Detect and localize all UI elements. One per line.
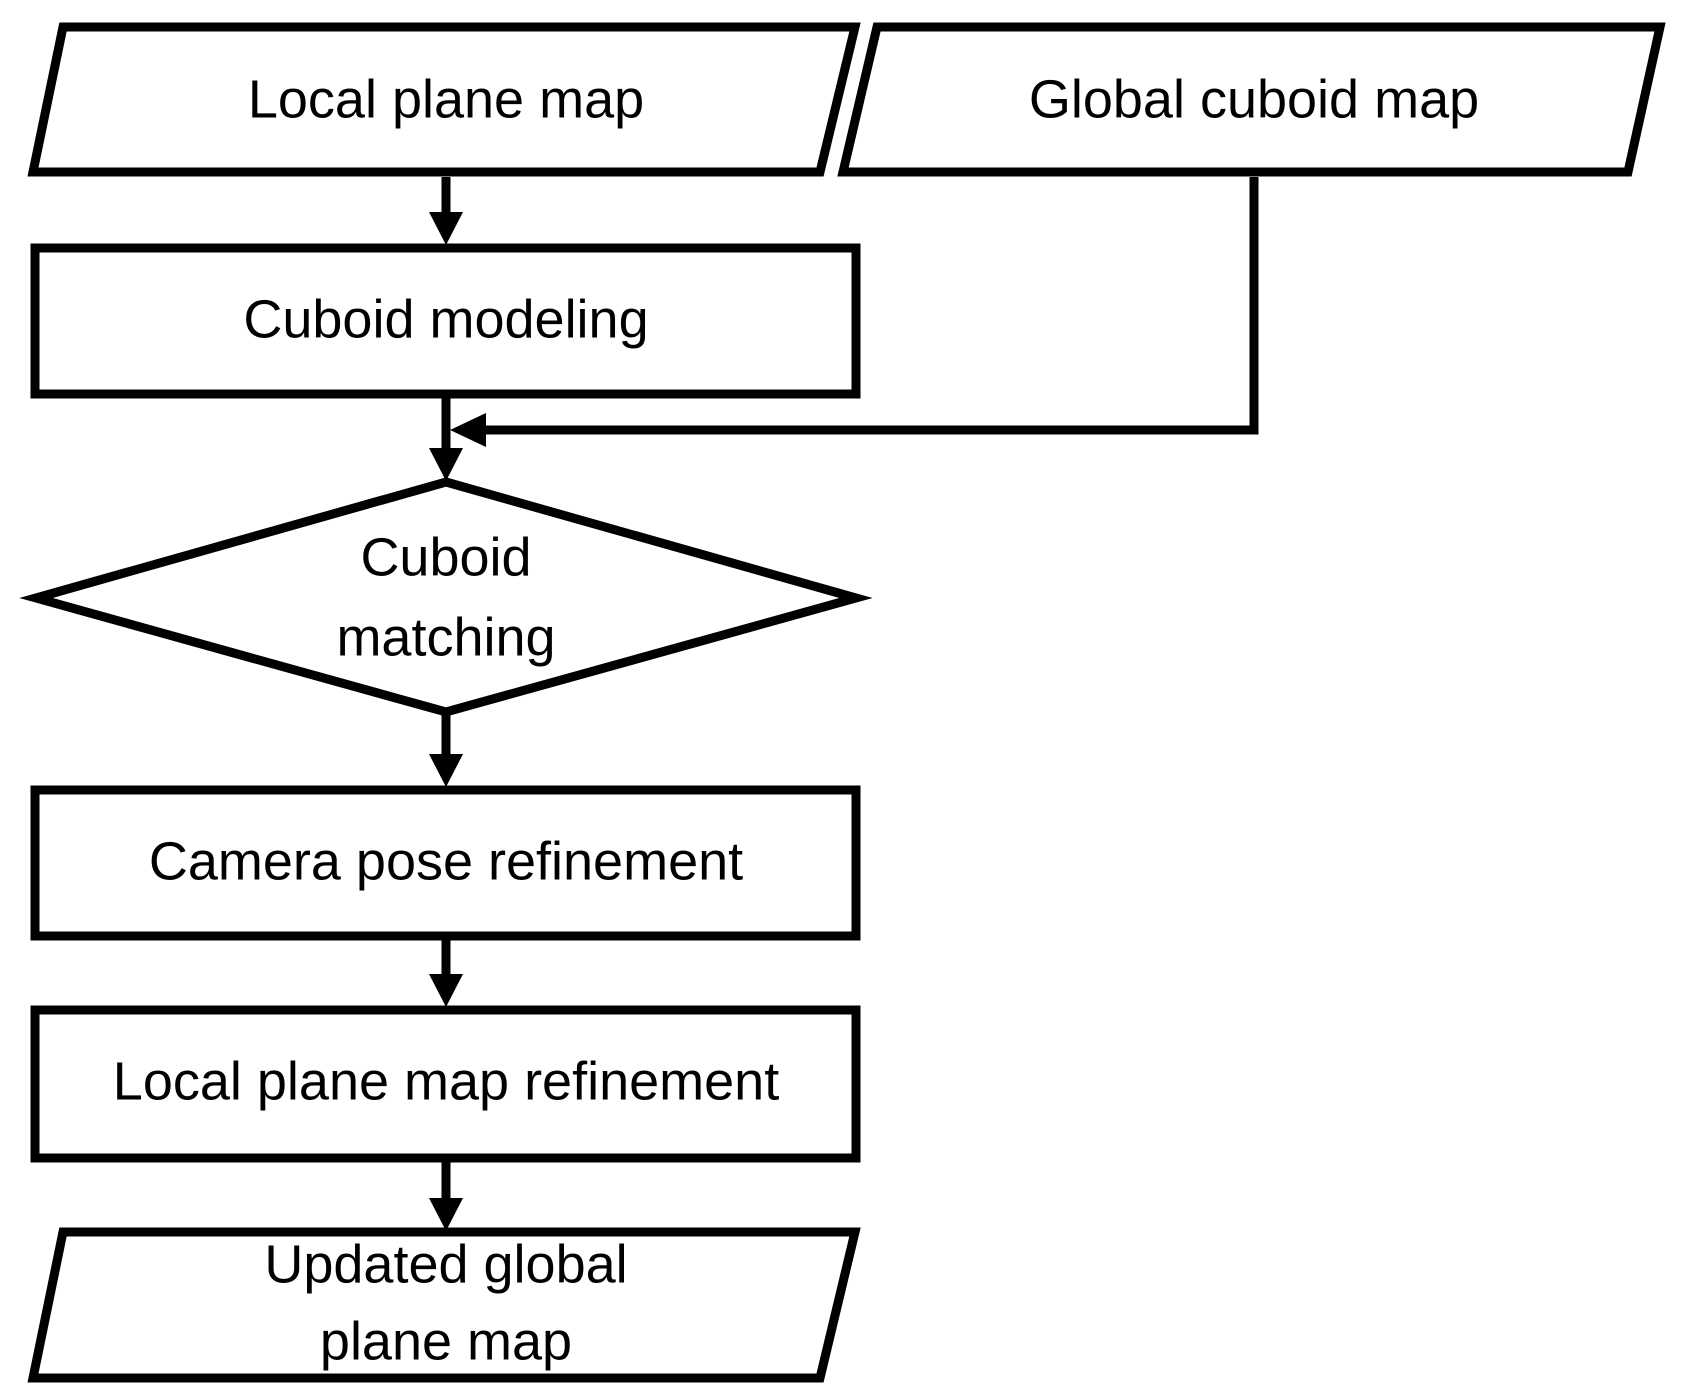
parallelogram-shape	[27, 22, 861, 177]
node-label-line-2: matching	[336, 607, 555, 667]
arrowhead-icon	[429, 974, 463, 1007]
node-label: Camera pose refinement	[149, 831, 743, 891]
node-label-line-2: plane map	[320, 1311, 572, 1371]
node-label: Global cuboid map	[1029, 69, 1479, 129]
node-label: Cuboid modeling	[243, 289, 648, 349]
arrowhead-icon	[429, 448, 463, 481]
node-global-cuboid-map: Global cuboid map	[837, 22, 1666, 177]
parallelogram-shape	[837, 22, 1666, 177]
node-cuboid-modeling: Cuboid modeling	[30, 243, 861, 399]
node-label-line-1: Cuboid	[360, 527, 531, 587]
arrowhead-icon	[429, 1198, 463, 1231]
edge-local-plane-map-refinement-to-updated-global-plane-map	[429, 1160, 463, 1231]
rectangle-shape	[30, 1005, 861, 1163]
edge-camera-pose-refinement-to-local-plane-map-refinement	[429, 938, 463, 1007]
parallelogram-shape	[27, 1227, 861, 1383]
edge-cuboid-matching-to-camera-pose-refinement	[429, 712, 463, 787]
edge-local-plane-map-to-cuboid-modeling	[429, 177, 463, 245]
arrowhead-icon	[450, 413, 486, 447]
node-camera-pose-refinement: Camera pose refinement	[30, 785, 861, 941]
node-label-line-1: Updated global	[264, 1234, 627, 1294]
arrowhead-icon	[429, 754, 463, 787]
edge-global-cuboid-map-to-cuboid-matching	[450, 177, 1259, 447]
diamond-shape	[19, 477, 873, 717]
node-label: Local plane map refinement	[113, 1051, 779, 1111]
node-label: Local plane map	[248, 69, 644, 129]
connectors	[429, 177, 1259, 1231]
rectangle-shape	[30, 785, 861, 941]
arrowhead-icon	[429, 212, 463, 245]
rectangle-shape	[30, 243, 861, 399]
node-local-plane-map: Local plane map	[27, 22, 861, 177]
edge-cuboid-modeling-to-cuboid-matching	[429, 396, 463, 481]
node-updated-global-plane-map: Updated global plane map	[27, 1227, 861, 1383]
node-cuboid-matching: Cuboid matching	[19, 477, 873, 717]
node-local-plane-map-refinement: Local plane map refinement	[30, 1005, 861, 1163]
